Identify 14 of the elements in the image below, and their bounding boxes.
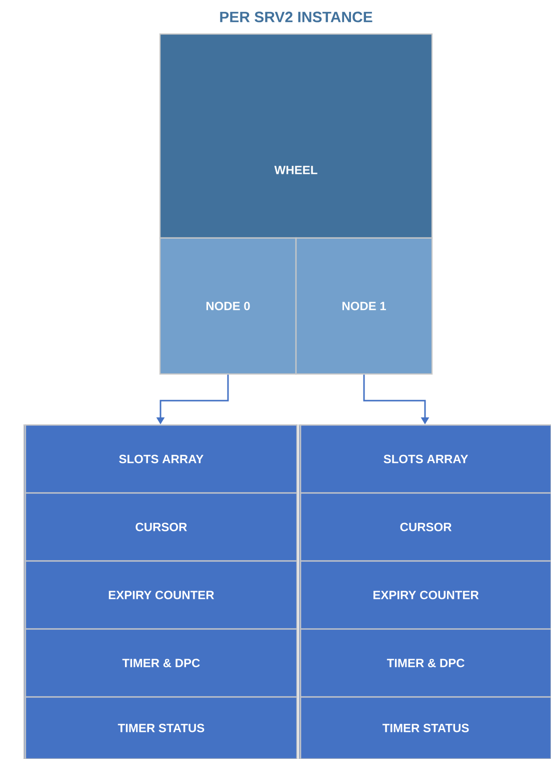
node-box: NODE 1 [295, 237, 433, 375]
wheel-box: WHEEL [159, 33, 433, 239]
title: PER SRV2 INSTANCE [220, 12, 372, 22]
field-cell: EXPIRY COUNTER [24, 560, 298, 630]
field-cell: EXPIRY COUNTER [300, 560, 551, 630]
field-cell: SLOTS ARRAY [300, 424, 551, 494]
field-cell: CURSOR [300, 492, 551, 562]
field-cell: TIMER & DPC [300, 628, 551, 698]
node-box: NODE 0 [159, 237, 297, 375]
field-cell: CURSOR [24, 492, 298, 562]
field-cell: TIMER & DPC [24, 628, 298, 698]
field-cell: TIMER STATUS [24, 696, 298, 759]
field-cell: SLOTS ARRAY [24, 424, 298, 494]
field-cell: TIMER STATUS [300, 696, 551, 759]
